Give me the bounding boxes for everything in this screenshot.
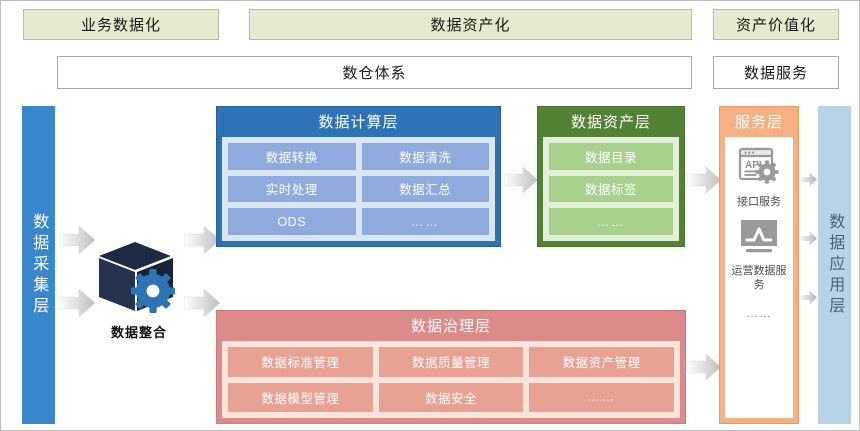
data-integration-label: 数据整合 (110, 325, 167, 340)
layer-body-asset: 数据目录 数据标签 …… (543, 137, 679, 241)
service-item-api[interactable]: API (729, 147, 789, 210)
system-box-data-warehouse: 数仓体系 (57, 56, 692, 89)
chip-compute-3[interactable]: 数据汇总 (361, 175, 489, 203)
chip-governance-4[interactable]: 数据安全 (378, 382, 524, 412)
monitor-chart-icon (737, 218, 781, 261)
api-gear-icon: API (738, 147, 780, 192)
layer-title-compute: 数据计算层 (318, 114, 399, 131)
layer-panel-asset: 数据资产层 数据目录 数据标签 …… (537, 106, 685, 247)
layer-title-governance: 数据治理层 (410, 318, 491, 335)
layer-body-compute: 数据转换 数据清洗 实时处理 数据汇总 ODS …… (222, 137, 495, 241)
collect-bar-label: 数据采集层 (30, 212, 48, 318)
layer-panel-compute: 数据计算层 数据转换 数据清洗 实时处理 数据汇总 ODS …… (216, 106, 501, 247)
service-item-more[interactable]: …… (746, 306, 772, 321)
chip-asset-2[interactable]: …… (549, 208, 673, 235)
arrow-integration-to-compute (183, 225, 221, 255)
chip-governance-0[interactable]: 数据标准管理 (228, 347, 373, 377)
layer-panel-service: 服务层 API (719, 106, 799, 424)
arrow-service-to-application-3 (801, 291, 817, 304)
arrow-collection-to-integration-bottom (58, 288, 96, 318)
system-box-data-service: 数据服务 (713, 56, 839, 89)
app-bar-label: 数据应用层 (826, 212, 844, 318)
chip-compute-1[interactable]: 数据清洗 (361, 143, 489, 170)
svg-text:API: API (745, 160, 762, 171)
layer-body-service: API (725, 137, 793, 418)
chip-compute-0[interactable]: 数据转换 (228, 143, 356, 170)
arrow-governance-to-service (686, 353, 722, 381)
service-item-operations[interactable]: 运营数据服务 (729, 218, 789, 293)
phase-box-data-assetization: 数据资产化 (249, 9, 692, 40)
chip-governance-3[interactable]: 数据模型管理 (228, 382, 373, 412)
chip-governance-2[interactable]: 数据资产管理 (529, 347, 674, 377)
chip-governance-5[interactable]: …… (529, 382, 674, 412)
data-integration-node: 数据整合 (89, 239, 189, 341)
chip-compute-2[interactable]: 实时处理 (228, 175, 356, 203)
sidebar-data-application-layer: 数据应用层 (818, 106, 851, 424)
chip-governance-1[interactable]: 数据质量管理 (378, 347, 524, 377)
chip-asset-1[interactable]: 数据标签 (549, 175, 673, 203)
layer-panel-governance: 数据治理层 数据标准管理 数据质量管理 数据资产管理 数据模型管理 数据安全 …… (216, 310, 686, 424)
arrow-asset-to-service (686, 166, 722, 194)
arrow-collection-to-integration-top (58, 225, 96, 255)
chip-asset-0[interactable]: 数据目录 (549, 143, 673, 170)
chip-compute-5[interactable]: …… (361, 208, 489, 235)
service-item-api-label: 接口服务 (737, 196, 781, 208)
cube-gear-icon (97, 239, 181, 320)
arrow-integration-to-governance (183, 288, 221, 318)
phase-box-business-datafication: 业务数据化 (23, 9, 219, 40)
phase-box-asset-valuation: 资产价值化 (713, 9, 839, 40)
chip-compute-4[interactable]: ODS (228, 208, 356, 235)
layer-body-governance: 数据标准管理 数据质量管理 数据资产管理 数据模型管理 数据安全 …… (222, 341, 680, 418)
arrow-service-to-application-2 (801, 232, 817, 245)
arrow-service-to-application-1 (801, 173, 817, 186)
arrow-compute-to-asset (503, 166, 539, 194)
service-item-operations-label: 运营数据服务 (731, 264, 787, 291)
sidebar-data-collection-layer: 数据采集层 (22, 106, 55, 424)
layer-title-asset: 数据资产层 (570, 114, 651, 131)
layer-title-service: 服务层 (734, 114, 783, 131)
